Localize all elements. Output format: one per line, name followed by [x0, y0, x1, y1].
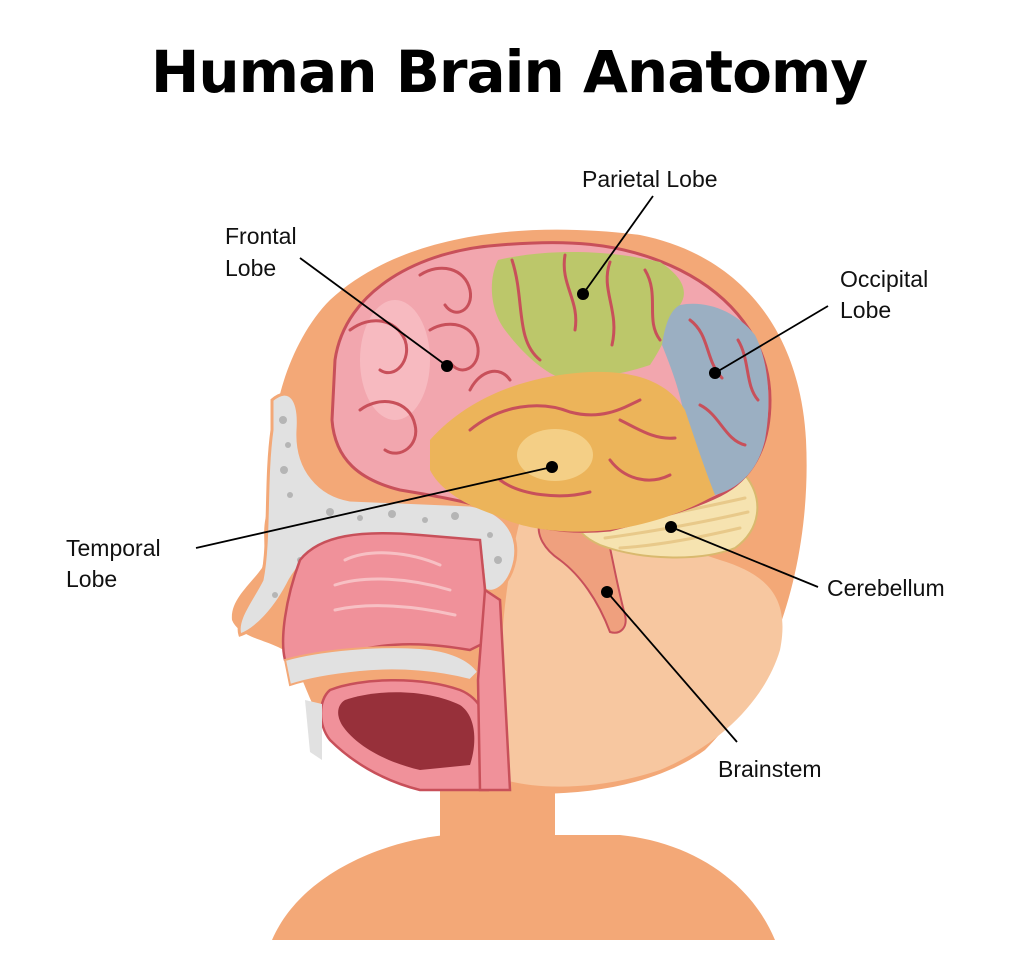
frontal-leader [299, 257, 448, 367]
occipital-leader [714, 305, 829, 374]
frontal-highlight [360, 300, 430, 420]
temporal-lobe-label-line1: Temporal [66, 535, 161, 561]
brainstem-dot [601, 586, 613, 598]
parietal-lobe [491, 252, 684, 379]
parietal-dot [577, 288, 589, 300]
cerebellum-dot [665, 521, 677, 533]
cerebellum-leader [670, 526, 819, 588]
occipital-dot [709, 367, 721, 379]
shoulders [272, 835, 775, 940]
occipital-lobe-label-line2: Lobe [840, 297, 891, 323]
nasal-turbinates [333, 551, 457, 617]
temporal-leader [195, 466, 553, 549]
hard-palate [283, 646, 480, 687]
brainstem-leader [606, 591, 738, 743]
label-dots [441, 288, 721, 598]
brain [330, 241, 772, 634]
frontal-lobe-label-line2: Lobe [225, 255, 276, 281]
labels: Frontal Lobe Parietal Lobe Occipital Lob… [66, 166, 945, 782]
mouth [338, 692, 475, 770]
temporal-highlight [517, 429, 593, 481]
parietal-lobe-label: Parietal Lobe [582, 166, 718, 192]
brainstem-label: Brainstem [718, 756, 822, 782]
teeth [305, 700, 322, 760]
frontal-lobe-label-line1: Frontal [225, 223, 297, 249]
skull-interior [500, 518, 783, 787]
bone-spots [272, 416, 502, 598]
occipital-lobe-label-line1: Occipital [840, 266, 928, 292]
parietal-leader [582, 195, 654, 295]
page-title: Human Brain Anatomy [150, 38, 868, 106]
leader-lines [195, 195, 829, 743]
temporal-lobe-label-line2: Lobe [66, 566, 117, 592]
pharynx [476, 587, 512, 792]
cerebellum-label: Cerebellum [827, 575, 945, 601]
temporal-dot [546, 461, 558, 473]
frontal-dot [441, 360, 453, 372]
